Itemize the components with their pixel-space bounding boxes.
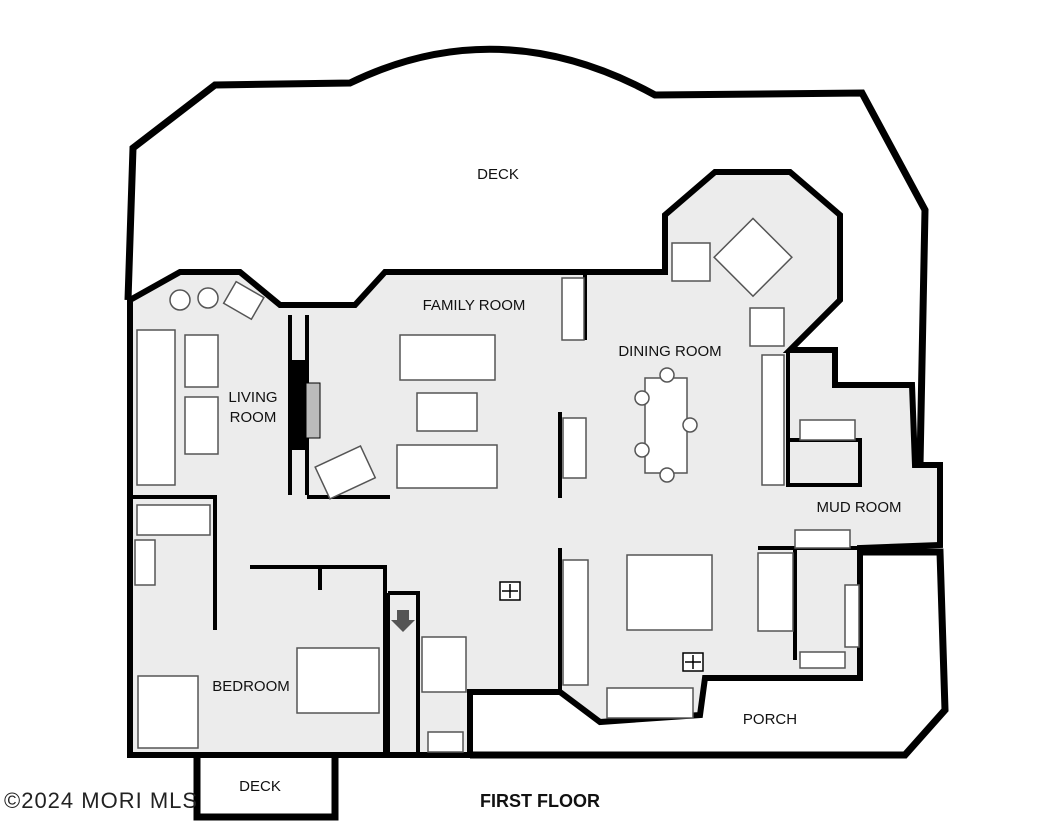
room-label-dining-room: DINING ROOM [618,343,722,360]
room-label-deck: DECK [477,166,519,183]
house-floor [127,169,943,758]
hearth [305,382,321,439]
porch-outline [470,548,949,759]
deck-outline [124,45,929,466]
fireplace [292,360,306,450]
watermark: ©2024 MORI MLS [4,788,199,813]
furniture [134,217,860,753]
bottom-deck-outline [193,757,339,821]
plus-marker-icon [499,581,704,672]
stair-arrow-icon [391,610,415,632]
room-label-bedroom: BEDROOM [212,678,290,695]
room-label-family-room: FAMILY ROOM [422,297,526,314]
room-label-living-room: LIVING ROOM [228,389,278,426]
room-label-porch: PORCH [742,711,798,728]
floor-title: FIRST FLOOR [480,791,600,811]
room-label-mud-room: MUD ROOM [816,499,902,516]
room-label-bottom-deck: DECK [239,778,281,795]
